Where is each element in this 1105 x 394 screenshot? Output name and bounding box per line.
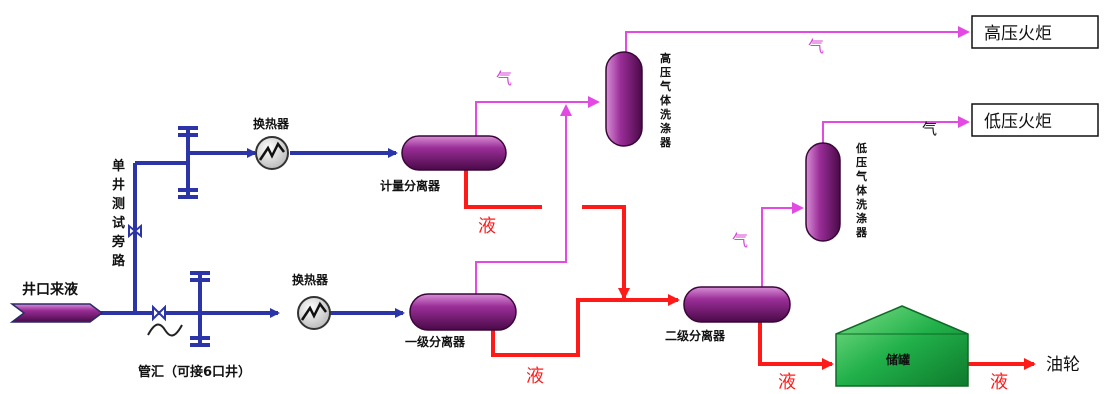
meter-separator-label: 计量分离器 xyxy=(380,178,441,193)
gas-label-1: 气 xyxy=(496,69,512,88)
lp-scrubber-label: 低压气体洗涤器 xyxy=(855,141,868,239)
gas-piping xyxy=(475,26,970,295)
manifold-header-lower xyxy=(190,271,210,347)
lp-flare-box[interactable] xyxy=(971,103,1099,137)
metering-separator-vessel[interactable] xyxy=(401,135,507,171)
sep1-label: 一级分离器 xyxy=(405,334,466,349)
heat-exchanger-upper-icon[interactable] xyxy=(255,136,289,170)
gas-label-4: 气 xyxy=(732,231,748,250)
inlet-arrow-icon xyxy=(9,303,104,323)
hp-scrubber-label: 高压气体洗涤器 xyxy=(659,51,672,149)
lp-flare-label: 低压火炬 xyxy=(984,112,1052,132)
oil-ship-label: 油轮 xyxy=(1046,355,1080,375)
heat-exchanger-lower-icon[interactable] xyxy=(297,296,331,330)
hp-flare-label: 高压火炬 xyxy=(984,24,1052,44)
tank-label: 储罐 xyxy=(886,352,910,367)
liquid-label-2: 液 xyxy=(526,366,544,387)
hp-gas-scrubber-vessel[interactable] xyxy=(605,51,643,147)
first-stage-separator-vessel[interactable] xyxy=(409,293,517,331)
manifold-valve-icon[interactable] xyxy=(152,304,166,322)
liquid-label-4: 液 xyxy=(990,372,1008,393)
hx-lower-label: 换热器 xyxy=(292,272,329,287)
bypass-label: 单井测试旁路 xyxy=(111,158,126,269)
flow-wave-icon xyxy=(147,323,183,337)
manifold-header-upper xyxy=(178,126,198,199)
sep2-label: 二级分离器 xyxy=(665,328,726,343)
manifold-label: 管汇（可接6口井） xyxy=(138,364,251,380)
lp-gas-scrubber-vessel[interactable] xyxy=(805,142,841,242)
hp-flare-box[interactable] xyxy=(971,15,1099,49)
liquid-piping xyxy=(464,168,1036,370)
gas-label-3: 气 xyxy=(922,120,937,138)
second-stage-separator-vessel[interactable] xyxy=(683,286,791,323)
liquid-label-1: 液 xyxy=(478,216,496,237)
liquid-label-3: 液 xyxy=(778,372,796,393)
gas-label-2: 气 xyxy=(808,37,824,56)
bypass-valve-icon[interactable] xyxy=(128,223,142,239)
hx-upper-label: 换热器 xyxy=(253,116,290,131)
inlet-label: 井口来液 xyxy=(22,281,79,298)
storage-tank[interactable] xyxy=(835,305,969,387)
inlet-piping xyxy=(100,148,405,318)
